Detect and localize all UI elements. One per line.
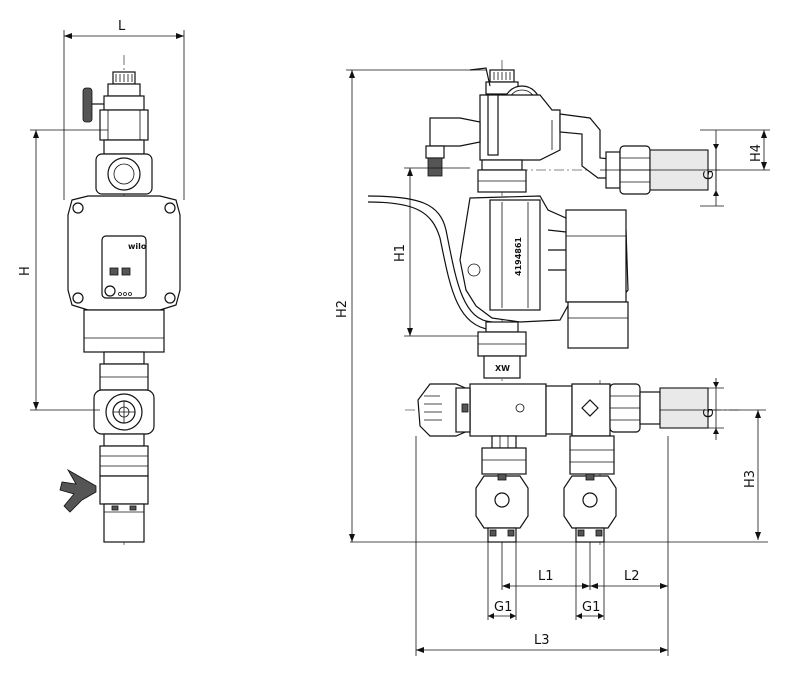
dim-G1-left: G1 [494,600,512,615]
svg-text:XW: XW [495,364,510,373]
ball-valve-icon [563,435,617,543]
butterfly-handle-icon [59,468,97,513]
front-view: wilo [18,19,185,545]
dim-G-lower: G [702,408,717,418]
dim-L2: L2 [624,569,640,584]
dim-G-upper: G [702,170,717,180]
dim-L: L [118,19,126,34]
side-view: G H4 4194861 H1 [335,60,770,656]
pump-body-icon: wilo [67,195,181,311]
dim-L1: L1 [538,569,554,584]
dim-H: H [18,266,33,276]
dim-G1-right: G1 [582,600,600,615]
lever-handle-icon [82,87,104,123]
dim-H1: H1 [393,244,408,262]
ball-valve-icon [475,447,529,543]
dim-L3: L3 [534,633,550,648]
dim-H4: H4 [749,144,764,162]
pump-housing: 4194861 [459,195,629,349]
mixing-valve-icon [469,383,547,449]
dim-H2: H2 [335,300,350,318]
pump-brand-label: wilo [128,242,147,251]
non-return-valve-icon [93,389,155,435]
dim-H3: H3 [743,470,758,488]
pump-serial-label: 4194861 [514,237,523,276]
